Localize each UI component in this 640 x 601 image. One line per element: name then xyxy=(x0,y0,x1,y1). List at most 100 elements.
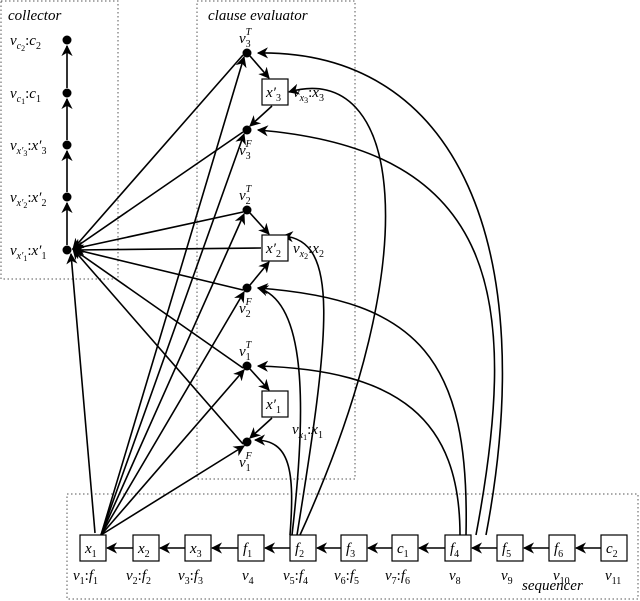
sequencer-box-text-s4: f1 xyxy=(243,541,252,560)
edge-13 xyxy=(100,291,245,536)
clause-box-label-x3p: vx3:x3 xyxy=(293,85,324,105)
edge-14 xyxy=(100,369,245,536)
edge-41 xyxy=(287,83,387,536)
sequencer-box-text-s7: c1 xyxy=(397,541,409,560)
edges xyxy=(61,44,601,554)
clause-label-v1T: v1T xyxy=(239,340,253,363)
edge-36 xyxy=(281,231,325,536)
clause-label-v3T: v3T xyxy=(239,27,253,50)
clause-label-v2T: v2T xyxy=(239,184,253,207)
clause-node-v3T xyxy=(242,48,252,58)
collector-label-vc1: vc1:c1 xyxy=(10,86,41,106)
sequencer-box-s10 xyxy=(548,534,576,562)
sequencer-box-s4 xyxy=(237,534,265,562)
edge-38 xyxy=(256,283,467,536)
edge-20 xyxy=(72,248,244,369)
collector-node-vx2p xyxy=(62,192,72,202)
sequencer-box-text-s3: x3 xyxy=(189,541,202,560)
sequencer-label-s5: v5:f4 xyxy=(283,568,308,587)
sequencer-label-s7: v7:f6 xyxy=(385,568,410,587)
edge-22 xyxy=(72,244,262,256)
clause-box-x1p xyxy=(261,390,289,418)
collector-node-vc2 xyxy=(62,35,72,45)
sequencer-box-s6 xyxy=(340,534,368,562)
clause-node-v3F xyxy=(242,125,252,135)
edge-8 xyxy=(249,105,273,127)
clause-evaluator-frame xyxy=(196,0,356,480)
sequencer-box-s9 xyxy=(496,534,524,562)
sequencer-box-text-s2: x2 xyxy=(137,541,150,560)
clause-box-x2p xyxy=(261,234,289,262)
collector-label-vx1p: vx′1:x′1 xyxy=(10,243,46,263)
collector-node-vx1p xyxy=(62,245,72,255)
edge-21 xyxy=(72,248,244,445)
sequencer-label-s4: v4 xyxy=(242,568,254,587)
sequencer-box-s11 xyxy=(600,534,628,562)
clause-box-label-x2p: vx2:x2 xyxy=(293,241,324,261)
edge-18 xyxy=(71,211,244,253)
edge-5 xyxy=(249,212,270,235)
sequencer-nodes: x1 v1:f1 x2 v2:f2 x3 v3:f3 f1 v4 f2 v5:f4 f3 v6:f5 c… xyxy=(73,534,628,587)
sequencer-label-s1: v1:f1 xyxy=(73,568,98,587)
edge-9 xyxy=(249,417,273,439)
sequencer-box-s8 xyxy=(444,534,472,562)
clause-label-v3F: v3F xyxy=(239,139,253,162)
edge-11 xyxy=(100,132,246,536)
collector-title: collector xyxy=(8,8,61,24)
sequencer-box-text-s5: f2 xyxy=(295,541,304,560)
sequencer-label-s10: v10 xyxy=(553,568,570,587)
clause-node-v1F xyxy=(242,437,252,447)
sequencer-box-text-s11: c2 xyxy=(606,541,618,560)
collector-label-vx2p: vx′2:x′2 xyxy=(10,190,46,210)
edge-12 xyxy=(100,212,246,536)
edge-34 xyxy=(253,434,293,536)
sequencer-label-s3: v3:f3 xyxy=(178,568,203,587)
clause-evaluator-title: clause evaluator xyxy=(208,8,308,24)
sequencer-box-s1 xyxy=(79,534,107,562)
clause-box-text-x2p: x′2 xyxy=(265,241,281,260)
sequencer-box-text-s8: f4 xyxy=(450,541,459,560)
edge-16 xyxy=(72,54,244,250)
edge-19 xyxy=(71,245,244,291)
clause-box-text-x3p: x′3 xyxy=(265,85,281,104)
edge-4 xyxy=(249,55,270,79)
sequencer-box-text-s6: f3 xyxy=(346,541,355,560)
sequencer-label-s8: v8 xyxy=(449,568,461,587)
collector-node-vc1 xyxy=(62,88,72,98)
sequencer-box-s2 xyxy=(132,534,160,562)
sequencer-box-text-s9: f5 xyxy=(502,541,511,560)
sequencer-box-text-s1: x1 xyxy=(84,541,97,560)
edge-40 xyxy=(256,47,504,536)
sequencer-box-s3 xyxy=(184,534,212,562)
clause-box-x3p xyxy=(261,78,289,106)
clause-node-v1T xyxy=(242,361,252,371)
sequencer-box-s7 xyxy=(391,534,419,562)
clause-label-v1F: v1F xyxy=(239,451,253,474)
sequencer-label-s2: v2:f2 xyxy=(126,568,151,587)
sequencer-frame xyxy=(66,493,639,600)
collector-node-vx3p xyxy=(62,140,72,150)
clause-box-text-x1p: x′1 xyxy=(265,397,281,416)
sequencer-label-s9: v9 xyxy=(501,568,513,587)
edge-39 xyxy=(256,125,496,536)
clause-node-v2T xyxy=(242,205,252,215)
edge-10 xyxy=(100,55,247,536)
edge-6 xyxy=(249,368,270,391)
clause-box-label-x1p: vx1:x1 xyxy=(292,422,323,442)
edge-37 xyxy=(256,360,461,536)
sequencer-title: sequencer xyxy=(522,578,583,594)
sequencer-box-text-s10: f6 xyxy=(554,541,563,560)
sequencer-label-s11: v11 xyxy=(605,568,621,587)
edge-15 xyxy=(100,445,245,536)
collector-label-vx3p: vx′3:x′3 xyxy=(10,138,46,158)
sequencer-label-s6: v6:f5 xyxy=(334,568,359,587)
edge-35 xyxy=(256,285,302,536)
collector-frame xyxy=(0,0,119,280)
edge-7 xyxy=(249,261,270,286)
clause-node-v2F xyxy=(242,283,252,293)
sequencer-box-s5 xyxy=(289,534,317,562)
edge-17 xyxy=(72,131,244,250)
